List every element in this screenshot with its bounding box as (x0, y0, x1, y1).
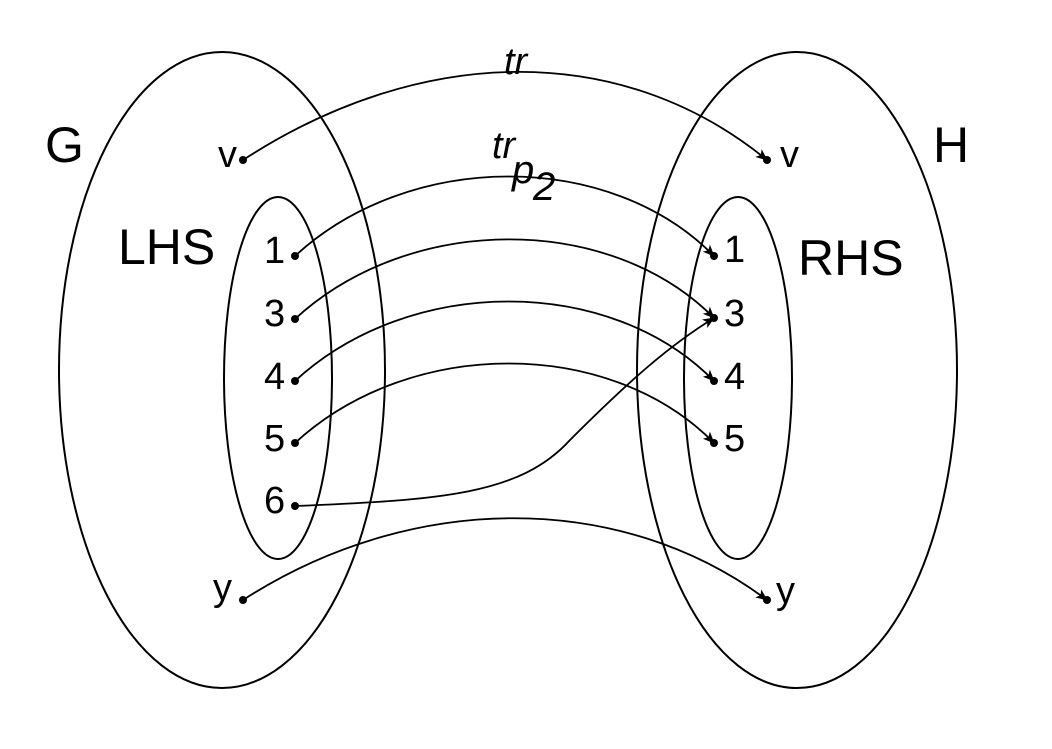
arrow-y-to-y (242, 517, 768, 601)
right-node-5-label: 5 (724, 418, 745, 460)
left-node-1-label: 1 (264, 230, 285, 272)
left-node-3-label: 3 (264, 293, 285, 335)
left-node-4-label: 4 (264, 356, 285, 398)
right-node-4-label: 4 (724, 356, 745, 398)
left-node-6-label: 6 (264, 480, 285, 522)
tr-morphism-label: tr (504, 41, 529, 83)
right-node-y-label: y (776, 570, 795, 612)
arrow-1-to-1 (294, 175, 715, 257)
graph-g-label: G (45, 117, 84, 173)
trp2-morphism-label-base: tr (492, 125, 517, 167)
arrow-v-to-v (242, 71, 768, 161)
left-node-5-label: 5 (264, 418, 285, 460)
lhs-ellipse (223, 196, 333, 560)
graph-g-ellipse (58, 51, 386, 689)
left-node-y-label: y (213, 567, 232, 609)
arrow-4-to-4 (294, 300, 715, 382)
rhs-label: RHS (798, 230, 904, 286)
arrow-5-to-5 (294, 362, 715, 444)
graph-h-ellipse (636, 51, 958, 689)
arrow-3-to-3 (294, 238, 715, 320)
trp2-morphism-label-sub: p (511, 148, 534, 192)
left-node-v-label: v (218, 134, 237, 176)
graph-h-label: H (933, 117, 969, 173)
right-node-3-label: 3 (724, 293, 745, 335)
lhs-label: LHS (118, 219, 215, 275)
rhs-ellipse (683, 196, 793, 560)
right-node-1-label: 1 (724, 229, 745, 271)
trp2-morphism-label-subsub: 2 (532, 165, 555, 209)
right-node-v-label: v (780, 134, 799, 176)
arrow-6-to-3 (294, 317, 715, 507)
